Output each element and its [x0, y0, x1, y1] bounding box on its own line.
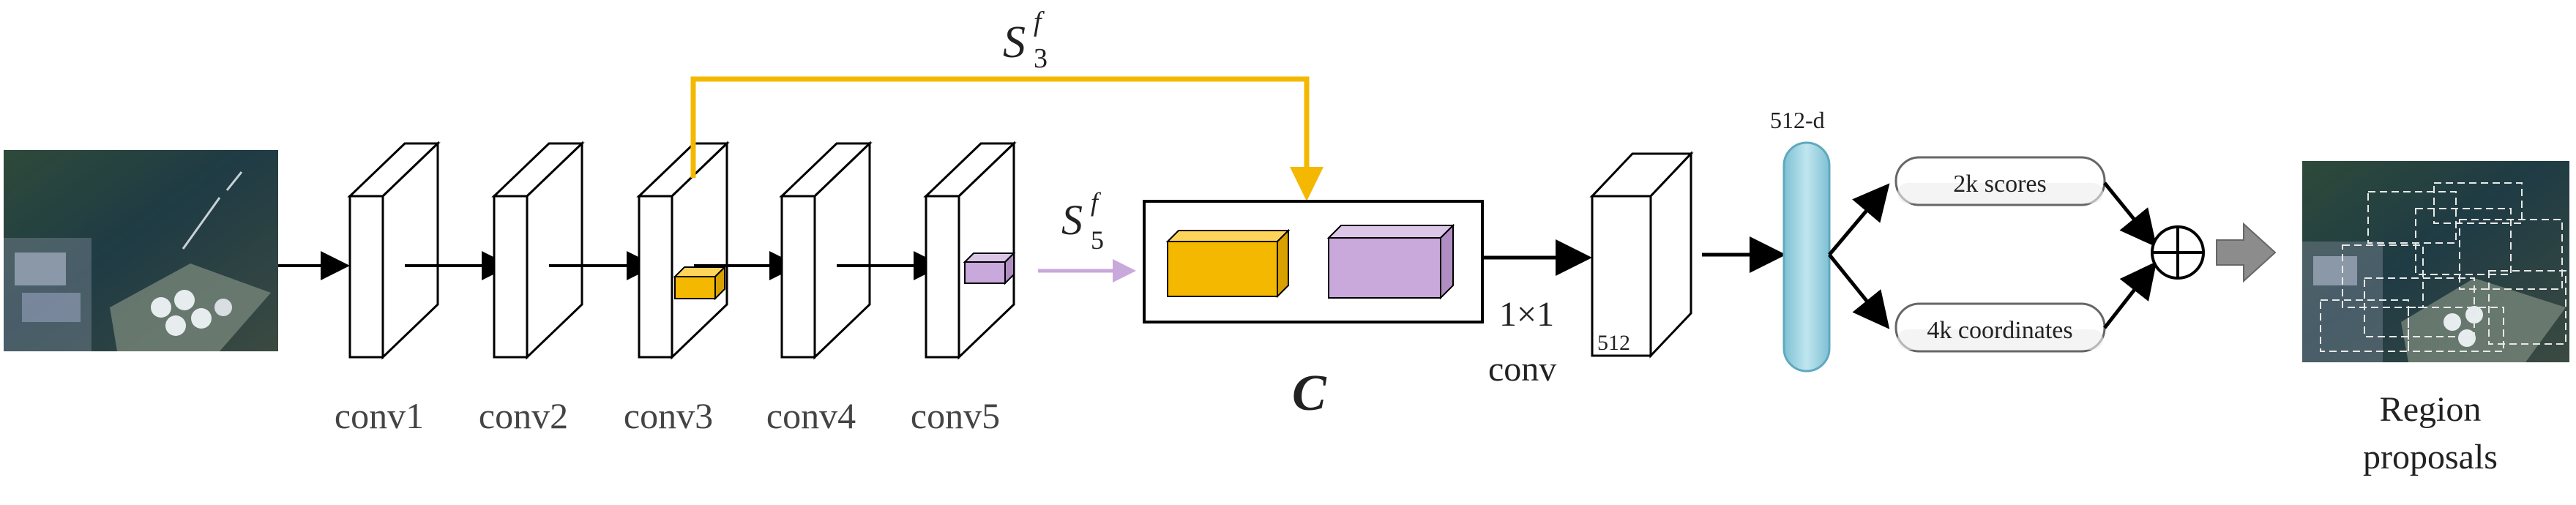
arrow-coords-plus — [2103, 261, 2157, 329]
arrow-scores-plus — [2103, 182, 2157, 247]
vector-label: 512-d — [1770, 107, 1825, 133]
conv-label-1: conv1 — [335, 395, 424, 436]
conv5-label-sup: f — [1091, 187, 1102, 217]
concat-orange-block — [1165, 228, 1291, 299]
conv-label-3: conv3 — [624, 395, 713, 436]
conv-label-4: conv4 — [766, 395, 856, 436]
skip-label: S — [1003, 18, 1026, 67]
result-label-line1: Region — [2380, 390, 2482, 429]
conv-label-2: conv2 — [479, 395, 568, 436]
result-label-line2: proposals — [2363, 438, 2498, 476]
conv-512-block — [1589, 151, 1694, 359]
channels-label: 512 — [1597, 331, 1630, 355]
conv5-to-concat-arrow — [1038, 259, 1136, 283]
one-by-one-label: 1×1 — [1499, 295, 1554, 334]
output-image — [2302, 161, 2569, 362]
conv3-feature-cube — [673, 265, 727, 301]
conv-block-4 — [779, 141, 873, 360]
coords-box: 4k coordinates — [1894, 302, 2106, 353]
feature-vector — [1782, 141, 1831, 373]
skip-label-sup: f — [1034, 7, 1045, 37]
conv-block-2 — [491, 141, 585, 360]
concat-purple-block — [1326, 223, 1455, 300]
conv5-label-sub: 5 — [1091, 225, 1104, 255]
arrow-vector-coords — [1828, 253, 1890, 329]
sum-operator — [2151, 225, 2205, 280]
conv-blocks: conv1 conv2 conv3 conv4 conv5 — [335, 141, 1017, 436]
scores-box: 2k scores — [1894, 156, 2106, 206]
scores-label: 2k scores — [1953, 171, 2046, 198]
arrow-vector-scores — [1828, 183, 1890, 256]
concat-label: C — [1292, 365, 1327, 422]
coords-label: 4k coordinates — [1927, 317, 2072, 344]
skip-label-sub: 3 — [1034, 43, 1048, 74]
conv-label-5: conv5 — [911, 395, 1000, 436]
conv-block-1 — [347, 141, 441, 360]
conv-block-5 — [923, 141, 1017, 360]
concat-box — [1143, 200, 1484, 323]
input-image — [4, 150, 278, 351]
conv-block-3 — [636, 141, 730, 360]
output-arrow — [2216, 222, 2277, 283]
one-by-one-sub: conv — [1488, 350, 1556, 389]
conv5-label: S — [1061, 196, 1083, 244]
skip-connection-arrow — [690, 76, 1324, 201]
conv5-feature-cube — [963, 251, 1016, 285]
